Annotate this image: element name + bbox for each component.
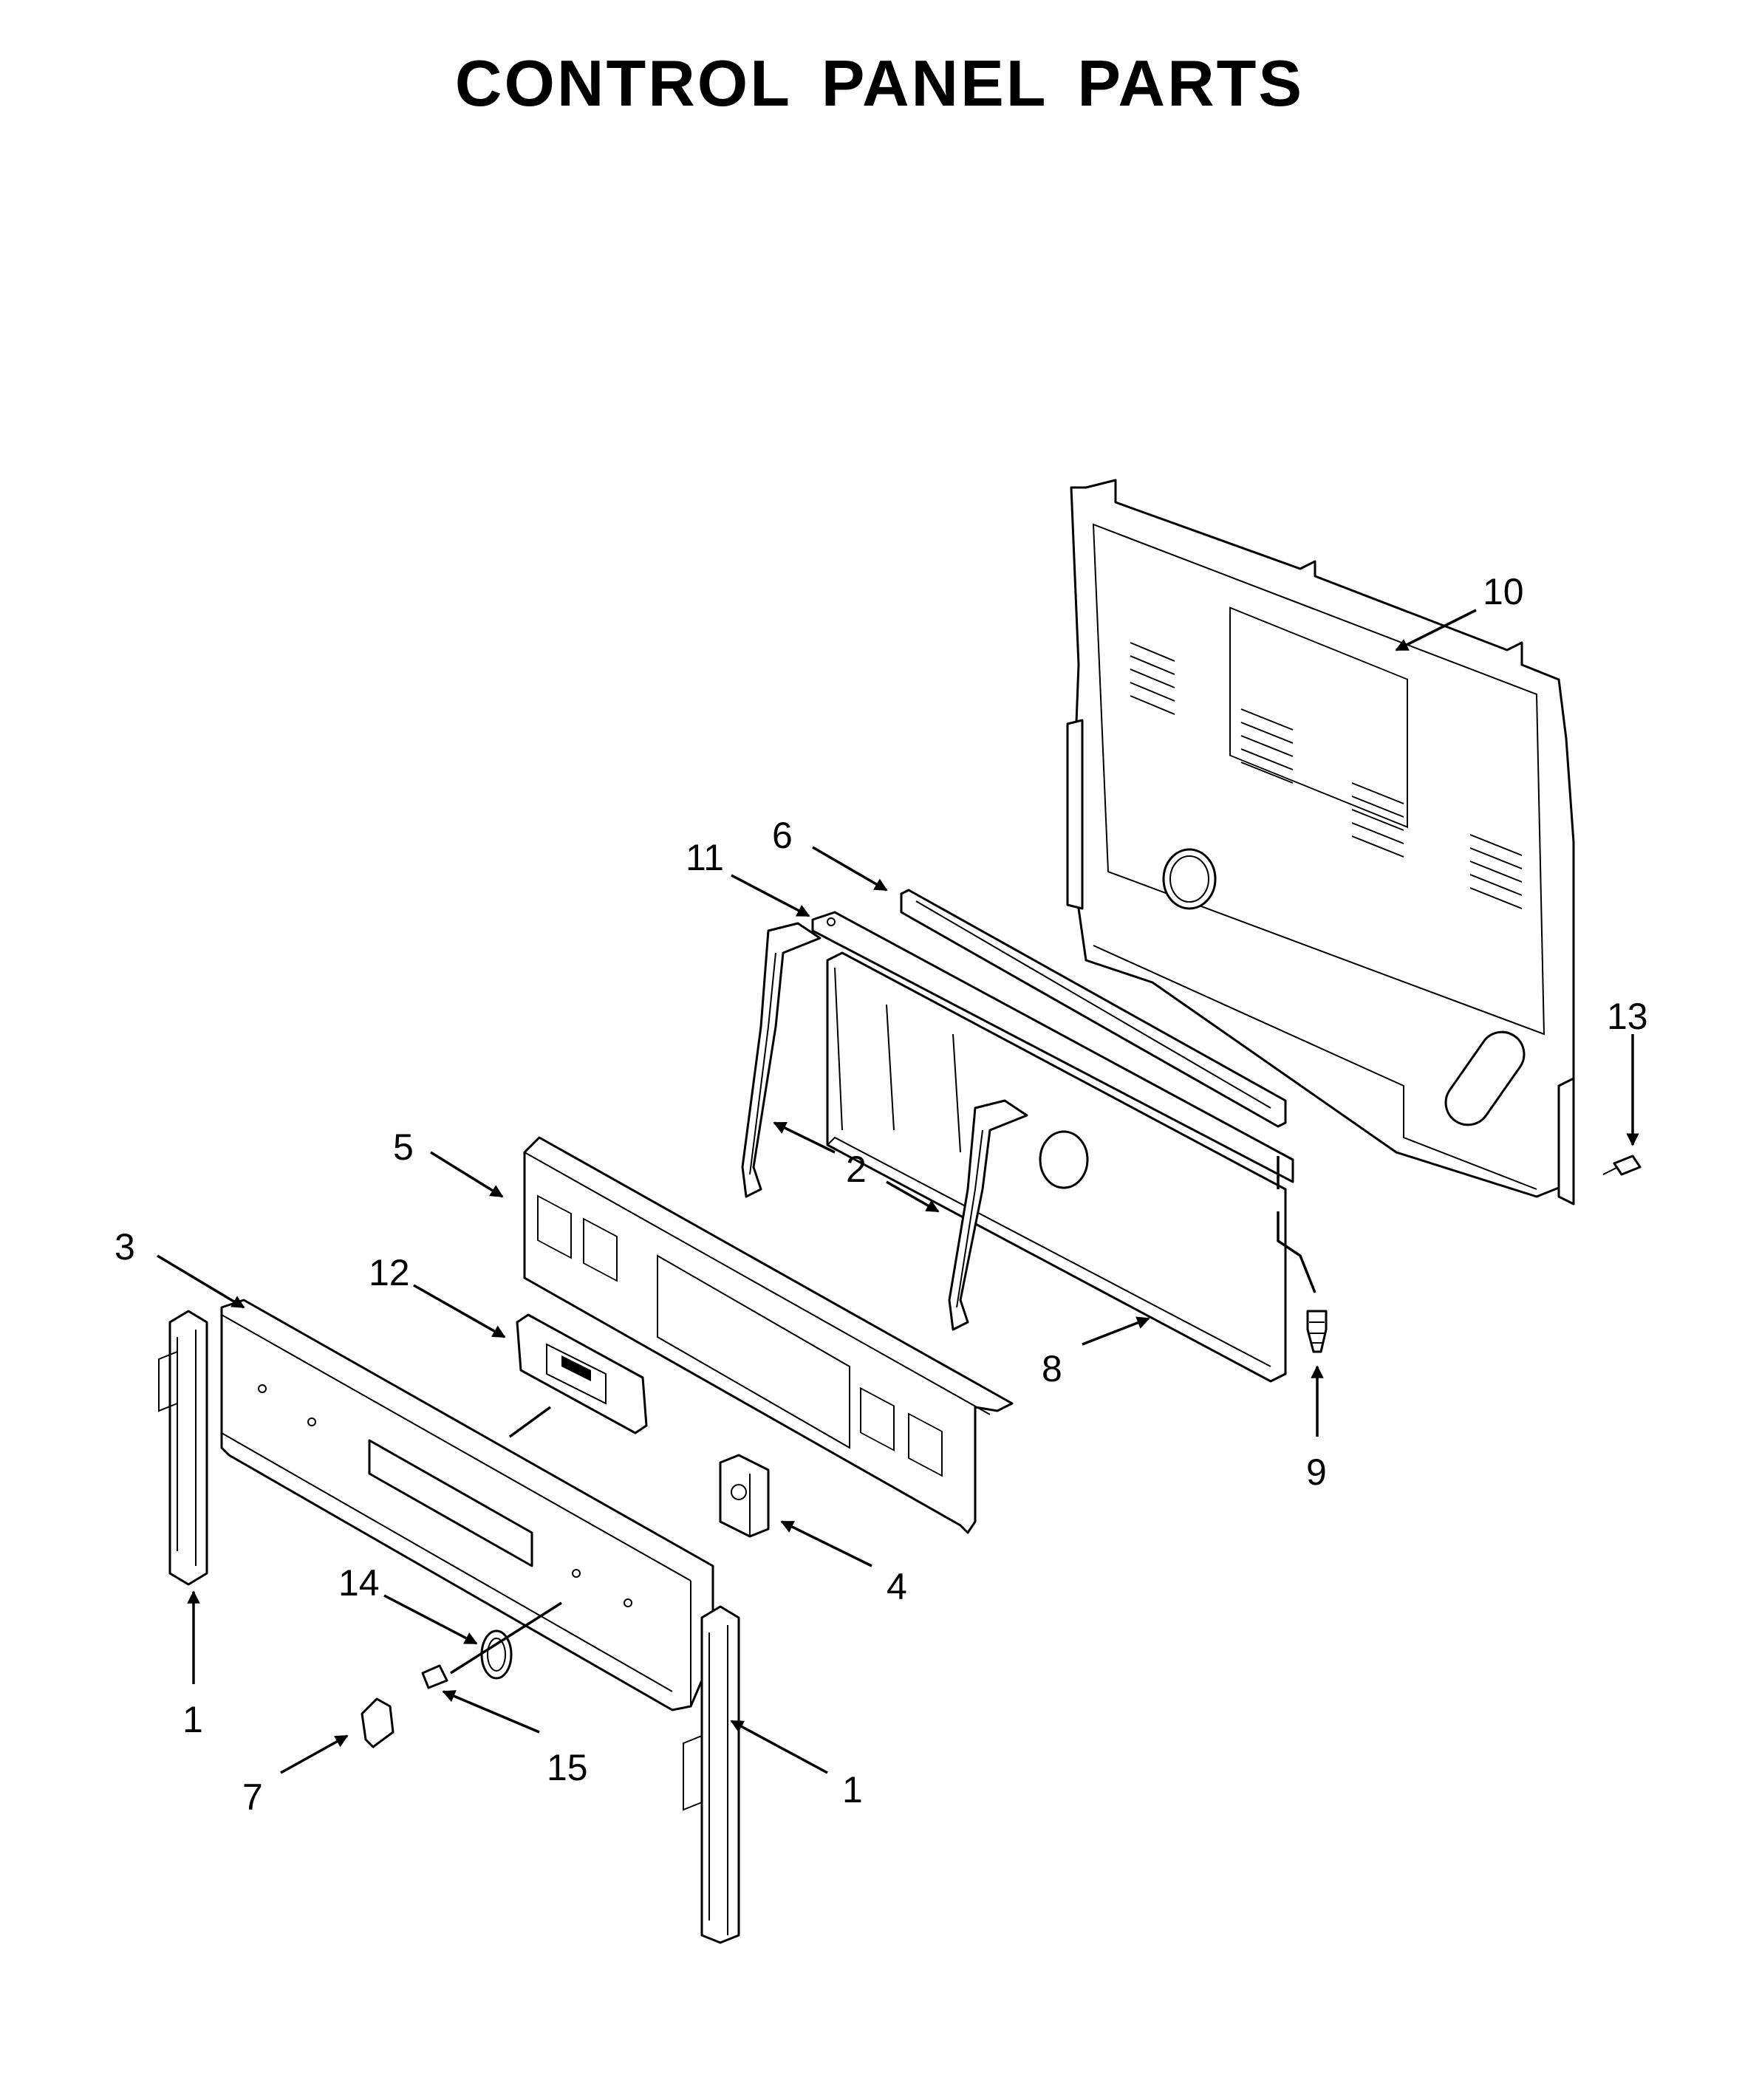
callout-12: 12 (369, 1252, 410, 1293)
callout-1-left: 1 (182, 1699, 203, 1740)
callout-4: 4 (887, 1566, 907, 1607)
part-12-control-board (508, 1313, 648, 1438)
part-6-upper-strip (900, 889, 1287, 1128)
callout-9: 9 (1306, 1451, 1327, 1493)
callout-3: 3 (115, 1226, 135, 1268)
callout-1-right: 1 (842, 1769, 863, 1810)
callout-labels: 10 6 11 13 5 2 3 12 8 9 4 14 1 15 1 7 (115, 571, 1648, 1818)
panel-oval-cutout (1444, 1030, 1526, 1126)
part-5-panel-frame (523, 1136, 1014, 1534)
page-title: CONTROL PANEL PARTS (454, 47, 1305, 120)
part-10-rear-panel (1066, 479, 1575, 1205)
part-1-endcap-left (158, 1310, 208, 1586)
callout-7: 7 (242, 1776, 263, 1818)
part-13-screw (1602, 1155, 1642, 1176)
part-7-knob (361, 1697, 395, 1748)
callout-6: 6 (772, 815, 793, 856)
callout-15: 15 (547, 1747, 588, 1788)
panel-hole (1162, 848, 1217, 910)
callout-2: 2 (846, 1149, 867, 1190)
part-4-switch (719, 1454, 770, 1538)
callout-10: 10 (1483, 571, 1524, 612)
part-3-front-console (220, 1299, 714, 1711)
part-14-knob-bezel (450, 1601, 562, 1680)
part-15-screw (421, 1664, 448, 1689)
vent-slots (1130, 642, 1523, 909)
part-2-bracket-left (741, 922, 822, 1198)
part-9-screw (1277, 1156, 1328, 1353)
part-8-control-housing (826, 951, 1287, 1383)
callout-5: 5 (393, 1126, 414, 1168)
callout-11: 11 (686, 837, 724, 878)
part-11-rail (811, 911, 1294, 1183)
callout-14: 14 (338, 1562, 380, 1604)
callout-13: 13 (1607, 996, 1648, 1037)
part-2-bracket-right (948, 1099, 1028, 1331)
part-1-endcap-right (683, 1605, 740, 1944)
callout-leaders (157, 609, 1639, 1774)
callout-8: 8 (1042, 1348, 1062, 1389)
